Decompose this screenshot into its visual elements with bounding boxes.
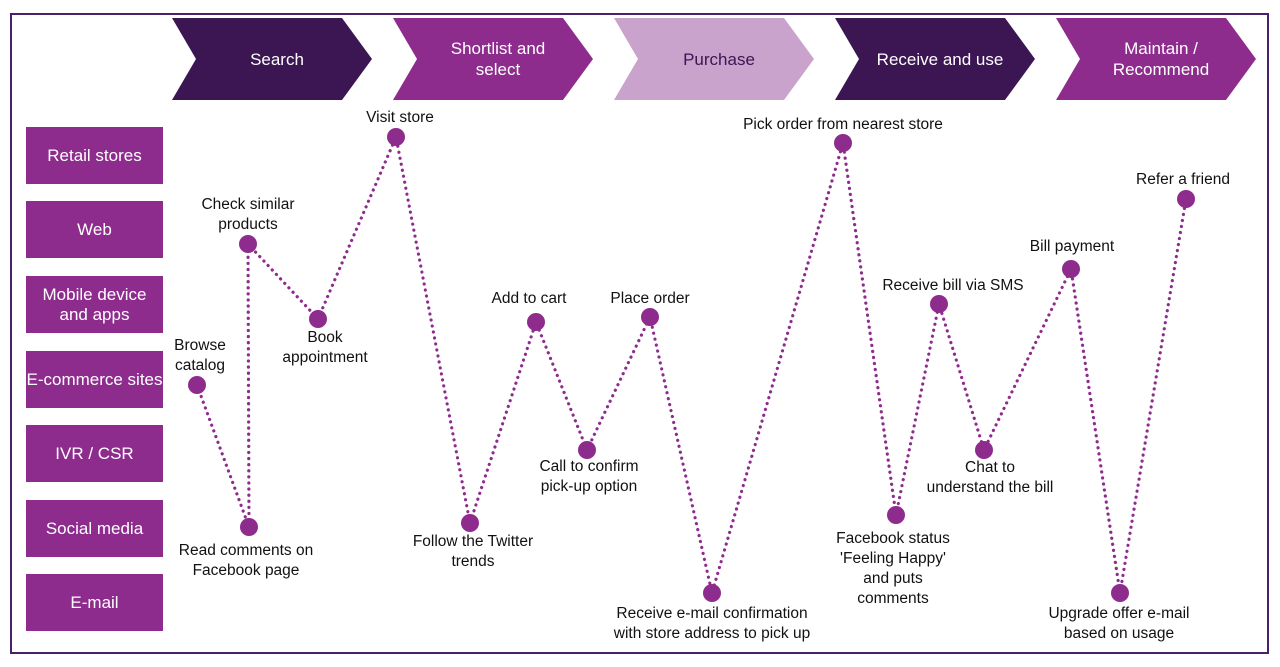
touchpoint-dot: [461, 514, 479, 532]
touchpoint-dot: [975, 441, 993, 459]
stage-label: Purchase: [683, 49, 755, 69]
stage-chevron-shape: [614, 18, 814, 100]
stage-label: Shortlist and select: [450, 39, 546, 79]
touchpoint-label: Visit store: [366, 109, 434, 126]
touchpoint-label: Browse catalog: [174, 337, 226, 374]
touchpoint-dot: [641, 308, 659, 326]
touchpoint-dot: [527, 313, 545, 331]
touchpoint-dot: [387, 128, 405, 146]
touchpoint-label: Chat to understand the bill: [926, 459, 1054, 496]
channel-label: Social media: [26, 500, 163, 557]
stage-2: Shortlist and select: [393, 18, 593, 100]
touchpoint-dot: [578, 441, 596, 459]
diagram-frame: [10, 13, 1269, 654]
touchpoint-dot: [240, 518, 258, 536]
touchpoint-label: Receive e-mail confirmation with store a…: [613, 605, 811, 642]
touchpoint-label: Add to cart: [491, 290, 567, 307]
touchpoint-label: Read comments on Facebook page: [178, 542, 314, 579]
touchpoint-label: Check similar products: [201, 196, 295, 233]
channel-label: IVR / CSR: [26, 425, 163, 482]
channel-label: Web: [26, 201, 163, 258]
stage-chevron-shape: [1056, 18, 1256, 100]
stage-3: Purchase: [614, 18, 814, 100]
touchpoint-dot: [239, 235, 257, 253]
stage-label: Maintain / Recommend: [1112, 39, 1210, 79]
touchpoint-label: Call to confirm pick-up option: [539, 458, 639, 495]
touchpoint-dot: [1062, 260, 1080, 278]
stage-chevron-shape: [393, 18, 593, 100]
stage-chevron-shape: [172, 18, 372, 100]
channel-label: Retail stores: [26, 127, 163, 184]
touchpoint-label: Facebook status 'Feeling Happy' and puts…: [836, 530, 950, 607]
touchpoint-dot: [1177, 190, 1195, 208]
stage-4: Receive and use: [835, 18, 1035, 100]
channel-label: E-commerce sites: [26, 351, 163, 408]
stage-5: Maintain / Recommend: [1056, 18, 1256, 100]
channel-label: E-mail: [26, 574, 163, 631]
touchpoint-dot: [834, 134, 852, 152]
touchpoint-label: Receive bill via SMS: [882, 277, 1024, 294]
touchpoint-dot: [703, 584, 721, 602]
touchpoint-label: Book appointment: [282, 329, 368, 366]
stage-1: Search: [172, 18, 372, 100]
stage-label: Search: [250, 49, 304, 69]
touchpoint-label: Place order: [610, 290, 690, 307]
touchpoint-dot: [930, 295, 948, 313]
stage-label: Receive and use: [876, 49, 1004, 69]
touchpoint-label: Follow the Twitter trends: [412, 533, 534, 570]
touchpoint-dot: [887, 506, 905, 524]
touchpoint-label: Refer a friend: [1136, 171, 1230, 188]
touchpoint-dot: [309, 310, 327, 328]
channel-label: Mobile device and apps: [26, 276, 163, 333]
touchpoint-dot: [188, 376, 206, 394]
touchpoint-label: Upgrade offer e-mail based on usage: [1048, 605, 1190, 642]
touchpoint-dot: [1111, 584, 1129, 602]
stage-chevron-shape: [835, 18, 1035, 100]
touchpoint-label: Bill payment: [1029, 238, 1115, 255]
touchpoint-label: Pick order from nearest store: [743, 116, 943, 133]
